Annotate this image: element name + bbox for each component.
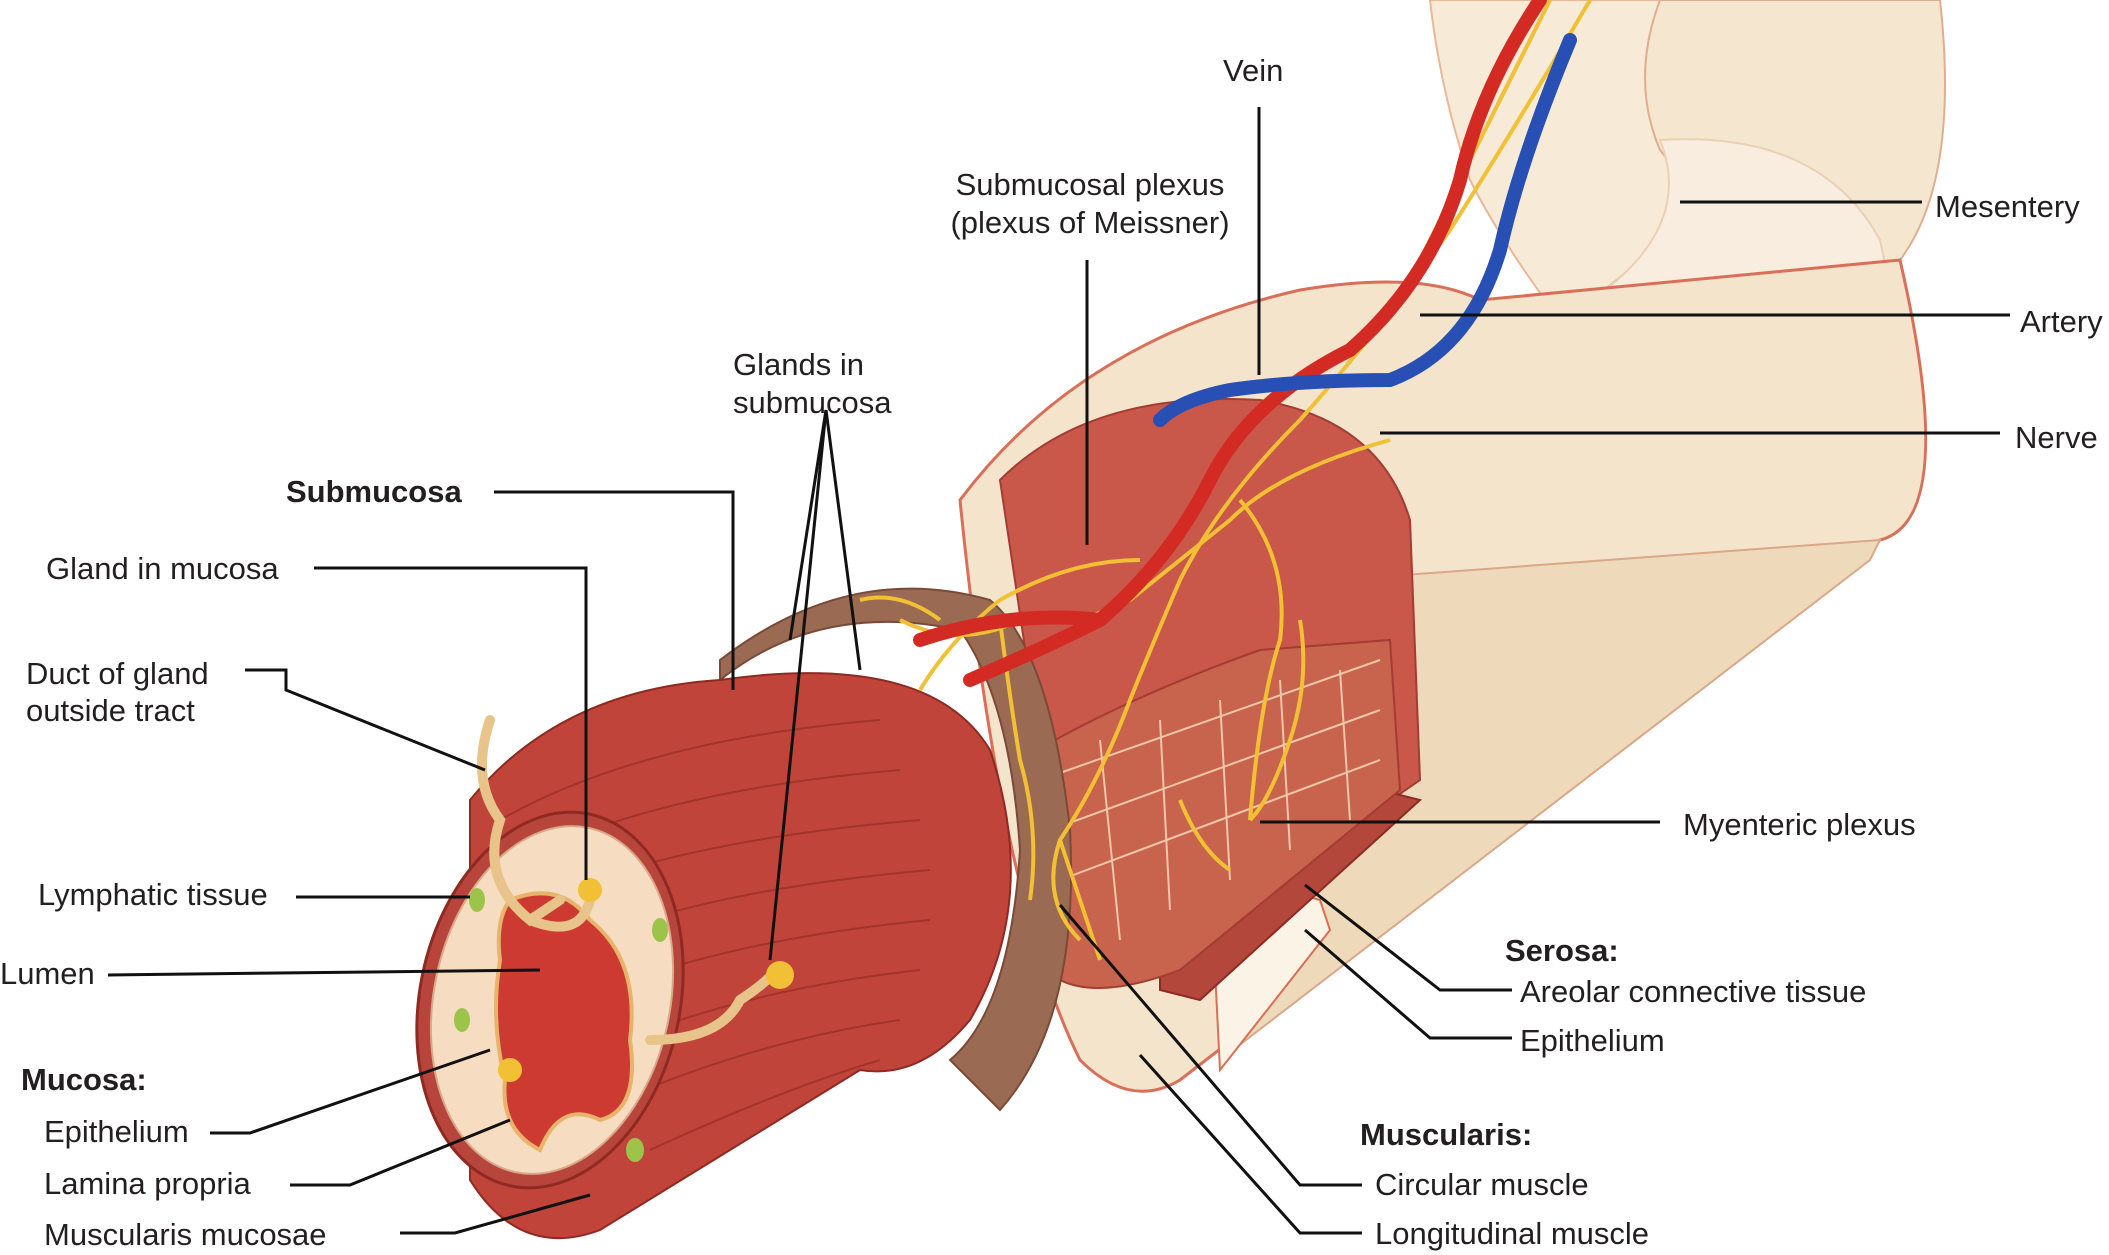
areolar-connective-tissue-label: Areolar connective tissue [1520, 974, 1867, 1009]
gland-in-mucosa-label: Gland in mucosa [46, 551, 279, 586]
vein-illustration [1153, 33, 1577, 427]
cross-section-illustration [415, 810, 685, 1190]
duct-of-gland-label-line1: Duct of gland [26, 656, 209, 691]
lumen-label: Lumen [0, 956, 95, 991]
muscularis-heading: Muscularis: [1360, 1117, 1533, 1152]
myenteric-plexus-label: Myenteric plexus [1683, 807, 1916, 842]
submucosal-plexus-label-line1: Submucosal plexus [955, 167, 1225, 202]
duct-of-gland-label-line2: outside tract [26, 693, 195, 728]
serosa-heading: Serosa: [1505, 933, 1619, 968]
vein-label: Vein [1223, 53, 1284, 88]
circular-muscle-illustration [1018, 638, 1402, 989]
glands-submucosa-label-line2: submucosa [733, 385, 892, 420]
submucosa-label: Submucosa [286, 474, 462, 509]
circular-muscle-label: Circular muscle [1375, 1167, 1589, 1202]
mucosa-heading: Mucosa: [21, 1062, 147, 1097]
leader-lines [107, 107, 2010, 1235]
mesentery-label: Mesentery [1935, 189, 2080, 224]
duct-of-gland-illustration [477, 715, 595, 932]
glands-submucosa-label-line1: Glands in [733, 347, 864, 382]
artery-label: Artery [2020, 304, 2103, 339]
lymphatic-tissue-label: Lymphatic tissue [38, 877, 268, 912]
nerve-label: Nerve [2015, 420, 2098, 455]
serosa-epithelium-label: Epithelium [1520, 1023, 1665, 1058]
longitudinal-muscle-label: Longitudinal muscle [1375, 1216, 1650, 1251]
submucosal-plexus-label-line2: (plexus of Meissner) [950, 205, 1230, 240]
lamina-propria-label: Lamina propria [44, 1166, 251, 1201]
muscularis-mucosae-label: Muscularis mucosae [44, 1217, 327, 1252]
mucosa-epithelium-label: Epithelium [44, 1114, 189, 1149]
